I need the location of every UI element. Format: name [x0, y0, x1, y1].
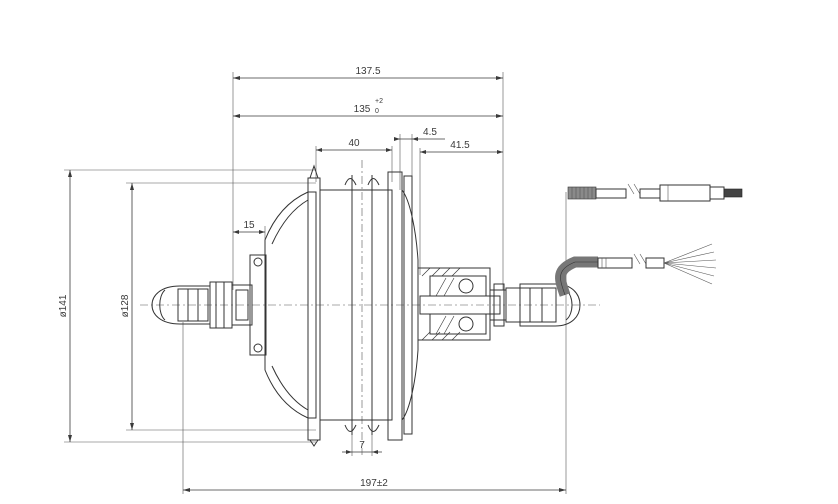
left-axle-assembly	[151, 254, 267, 356]
inner-width-tol-lower: 0	[375, 108, 379, 115]
right-axle-assembly	[489, 283, 581, 327]
cable-lower	[555, 243, 717, 297]
axle-length-label: 197±2	[360, 478, 388, 489]
cable-upper	[567, 183, 743, 202]
spoke-flange-label: 7	[359, 440, 365, 451]
right-offset-label: 41.5	[450, 140, 470, 151]
axle-offset-label: 15	[243, 220, 255, 231]
hub-motor-body	[264, 164, 419, 447]
dimension-axle-offset: 15	[233, 220, 266, 258]
disc-gap-label: 4.5	[423, 127, 437, 138]
overall-width-label: 137.5	[355, 66, 380, 77]
outer-diameter-label: ø141	[58, 294, 69, 317]
dimension-overall-width: 137.5	[232, 66, 504, 290]
rim-width-label: 40	[348, 138, 360, 149]
dimension-inner-width: 135 +2 0	[233, 98, 503, 118]
dimension-axle-length: 197±2	[182, 192, 567, 494]
dimension-outer-diameter: ø141	[58, 169, 316, 443]
inner-width-tol-upper: +2	[375, 98, 383, 105]
dimension-rim-width: 40	[315, 138, 393, 182]
dimension-right-offset: 41.5	[419, 140, 503, 275]
right-bearing-section	[417, 267, 501, 341]
dimension-inner-diameter: ø128	[120, 182, 316, 431]
inner-diameter-label: ø128	[120, 294, 131, 317]
inner-width-label: 135	[354, 104, 371, 115]
